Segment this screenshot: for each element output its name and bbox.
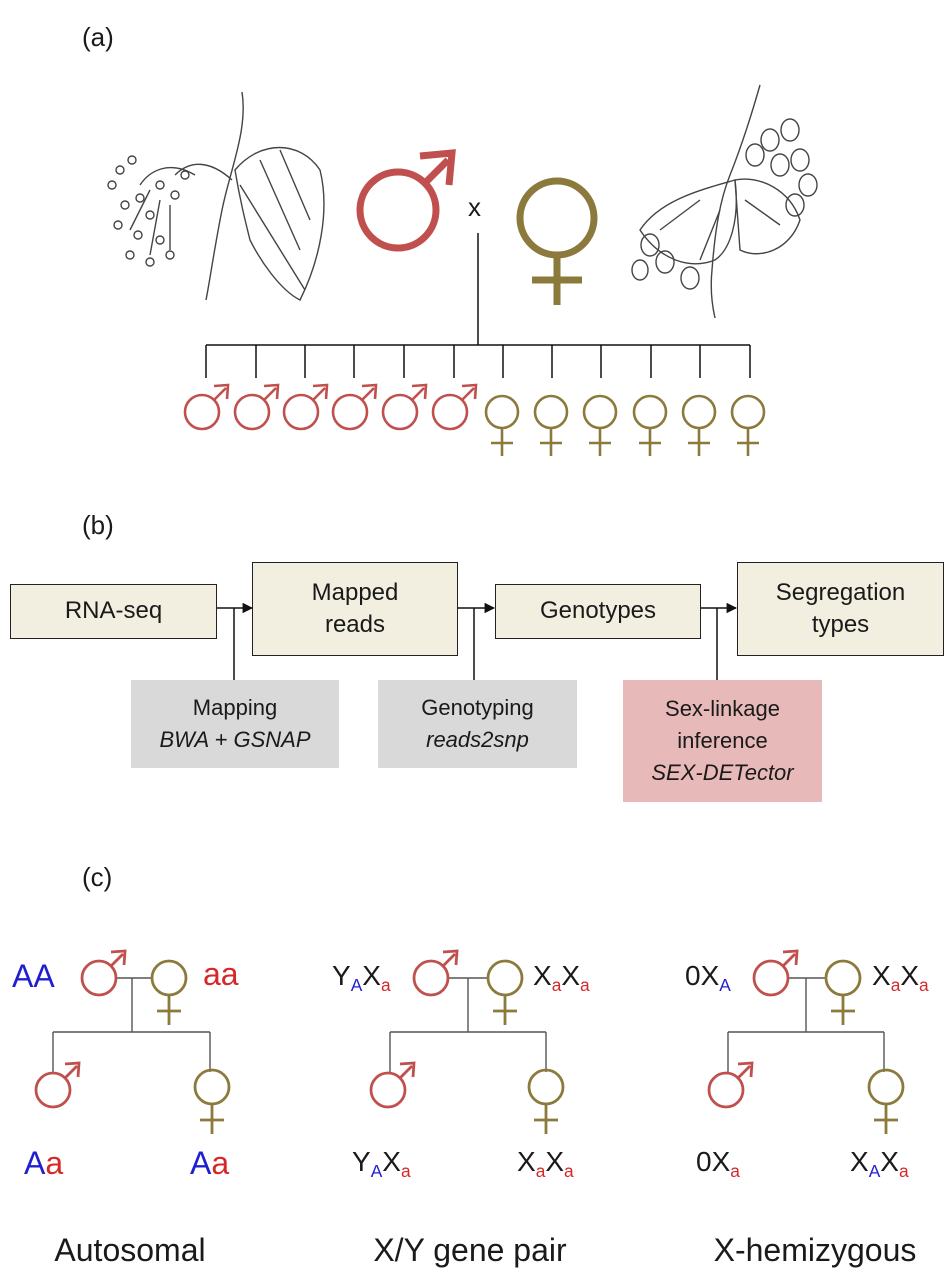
allele: A	[12, 958, 34, 994]
offspring-males	[183, 383, 478, 431]
chromosome: 0	[696, 1146, 712, 1177]
allele: a	[203, 956, 221, 992]
allele: A	[24, 1145, 46, 1181]
allele: a	[45, 1145, 64, 1181]
xy-son-genotype: YAXa	[352, 1146, 411, 1182]
allele: A	[190, 1145, 212, 1181]
segregation-line2: types	[811, 611, 870, 638]
genotyping-software: reads2snp	[426, 727, 529, 752]
allele: a	[580, 975, 590, 996]
offspring-females	[484, 394, 766, 456]
allele: A	[868, 1161, 881, 1182]
allele: a	[890, 975, 901, 996]
chromosome: Y	[332, 960, 351, 991]
xy-daughter-genotype: XaXa	[517, 1146, 574, 1182]
allele: a	[380, 975, 391, 996]
male-hop-plant-illustration	[107, 91, 325, 301]
xy-pedigree	[369, 949, 565, 1134]
allele: A	[350, 975, 363, 996]
autosomal-father-genotype: AA	[12, 958, 55, 995]
rnaseq-box-label: RNA-seq	[64, 597, 163, 625]
sexlink-line2: inference	[677, 728, 768, 754]
offspring-pedigree-lines	[205, 233, 751, 378]
female-parent-symbol	[516, 177, 598, 305]
male-parent-symbol	[356, 149, 456, 252]
sexlink-line1: Sex-linkage	[665, 696, 780, 722]
chromosome: X	[850, 1146, 869, 1177]
chromosome: X	[533, 960, 552, 991]
panel-c-label: (c)	[82, 862, 113, 892]
chromosome: X	[700, 960, 720, 991]
chromosome: 0	[685, 960, 701, 991]
xy-mother-genotype: XaXa	[533, 960, 590, 996]
chromosome: X	[561, 960, 581, 991]
xy-father-genotype: YAXa	[332, 960, 391, 996]
allele: a	[400, 1161, 411, 1182]
panel-b-label: (b)	[82, 510, 114, 540]
xy-caption: X/Y gene pair	[373, 1232, 567, 1268]
mapping-software: BWA + GSNAP	[159, 727, 311, 752]
autosomal-caption: Autosomal	[54, 1232, 206, 1268]
panel-a-label: (a)	[82, 22, 114, 52]
allele: A	[719, 975, 731, 996]
hemi-father-genotype: 0XA	[685, 960, 731, 996]
autosomal-daughter-genotype: Aa	[190, 1145, 229, 1182]
female-hop-plant-illustration	[631, 84, 818, 319]
allele: a	[551, 975, 562, 996]
allele: a	[564, 1161, 574, 1182]
allele: a	[211, 1145, 230, 1181]
chromosome: X	[382, 1146, 401, 1177]
mapped-reads-line2: reads	[324, 611, 386, 638]
chromosome: X	[872, 960, 891, 991]
chromosome: X	[880, 1146, 899, 1177]
chromosome: X	[362, 960, 381, 991]
hemizygous-pedigree	[707, 949, 905, 1134]
hemi-mother-genotype: XaXa	[872, 960, 929, 996]
rnaseq-box: RNA-seq	[10, 584, 217, 639]
hemi-daughter-genotype: XAXa	[850, 1146, 909, 1182]
segregation-line1: Segregation	[775, 578, 906, 606]
autosomal-son-genotype: Aa	[24, 1145, 63, 1182]
sex-linkage-tool-box: Sex-linkage inference SEX-DETector	[623, 680, 822, 802]
hemi-son-genotype: 0Xa	[696, 1146, 740, 1182]
mapping-tool-box: Mapping BWA + GSNAP	[131, 680, 339, 768]
allele: a	[220, 956, 239, 992]
hemi-caption: X-hemizygous	[713, 1232, 917, 1268]
cross-symbol: x	[468, 192, 481, 222]
chromosome: X	[711, 1146, 731, 1177]
genotypes-box-label: Genotypes	[539, 597, 657, 625]
mapped-reads-box: Mapped reads	[252, 562, 458, 656]
mapping-title: Mapping	[192, 695, 278, 721]
genotypes-box: Genotypes	[495, 584, 701, 639]
genotyping-title: Genotyping	[421, 695, 534, 721]
mapped-reads-line1: Mapped	[311, 578, 399, 606]
allele: a	[919, 975, 929, 996]
genotyping-tool-box: Genotyping reads2snp	[378, 680, 577, 768]
pipeline-arrows	[217, 602, 738, 680]
allele: a	[730, 1161, 740, 1182]
segregation-types-box: Segregation types	[737, 562, 944, 656]
allele: a	[898, 1161, 909, 1182]
allele: A	[33, 958, 55, 994]
chromosome: X	[545, 1146, 565, 1177]
autosomal-mother-genotype: aa	[203, 956, 239, 993]
allele: A	[370, 1161, 383, 1182]
autosomal-pedigree	[34, 949, 231, 1134]
allele: a	[535, 1161, 546, 1182]
sexlink-software: SEX-DETector	[651, 759, 794, 785]
chromosome: Y	[352, 1146, 371, 1177]
chromosome: X	[517, 1146, 536, 1177]
chromosome: X	[900, 960, 920, 991]
